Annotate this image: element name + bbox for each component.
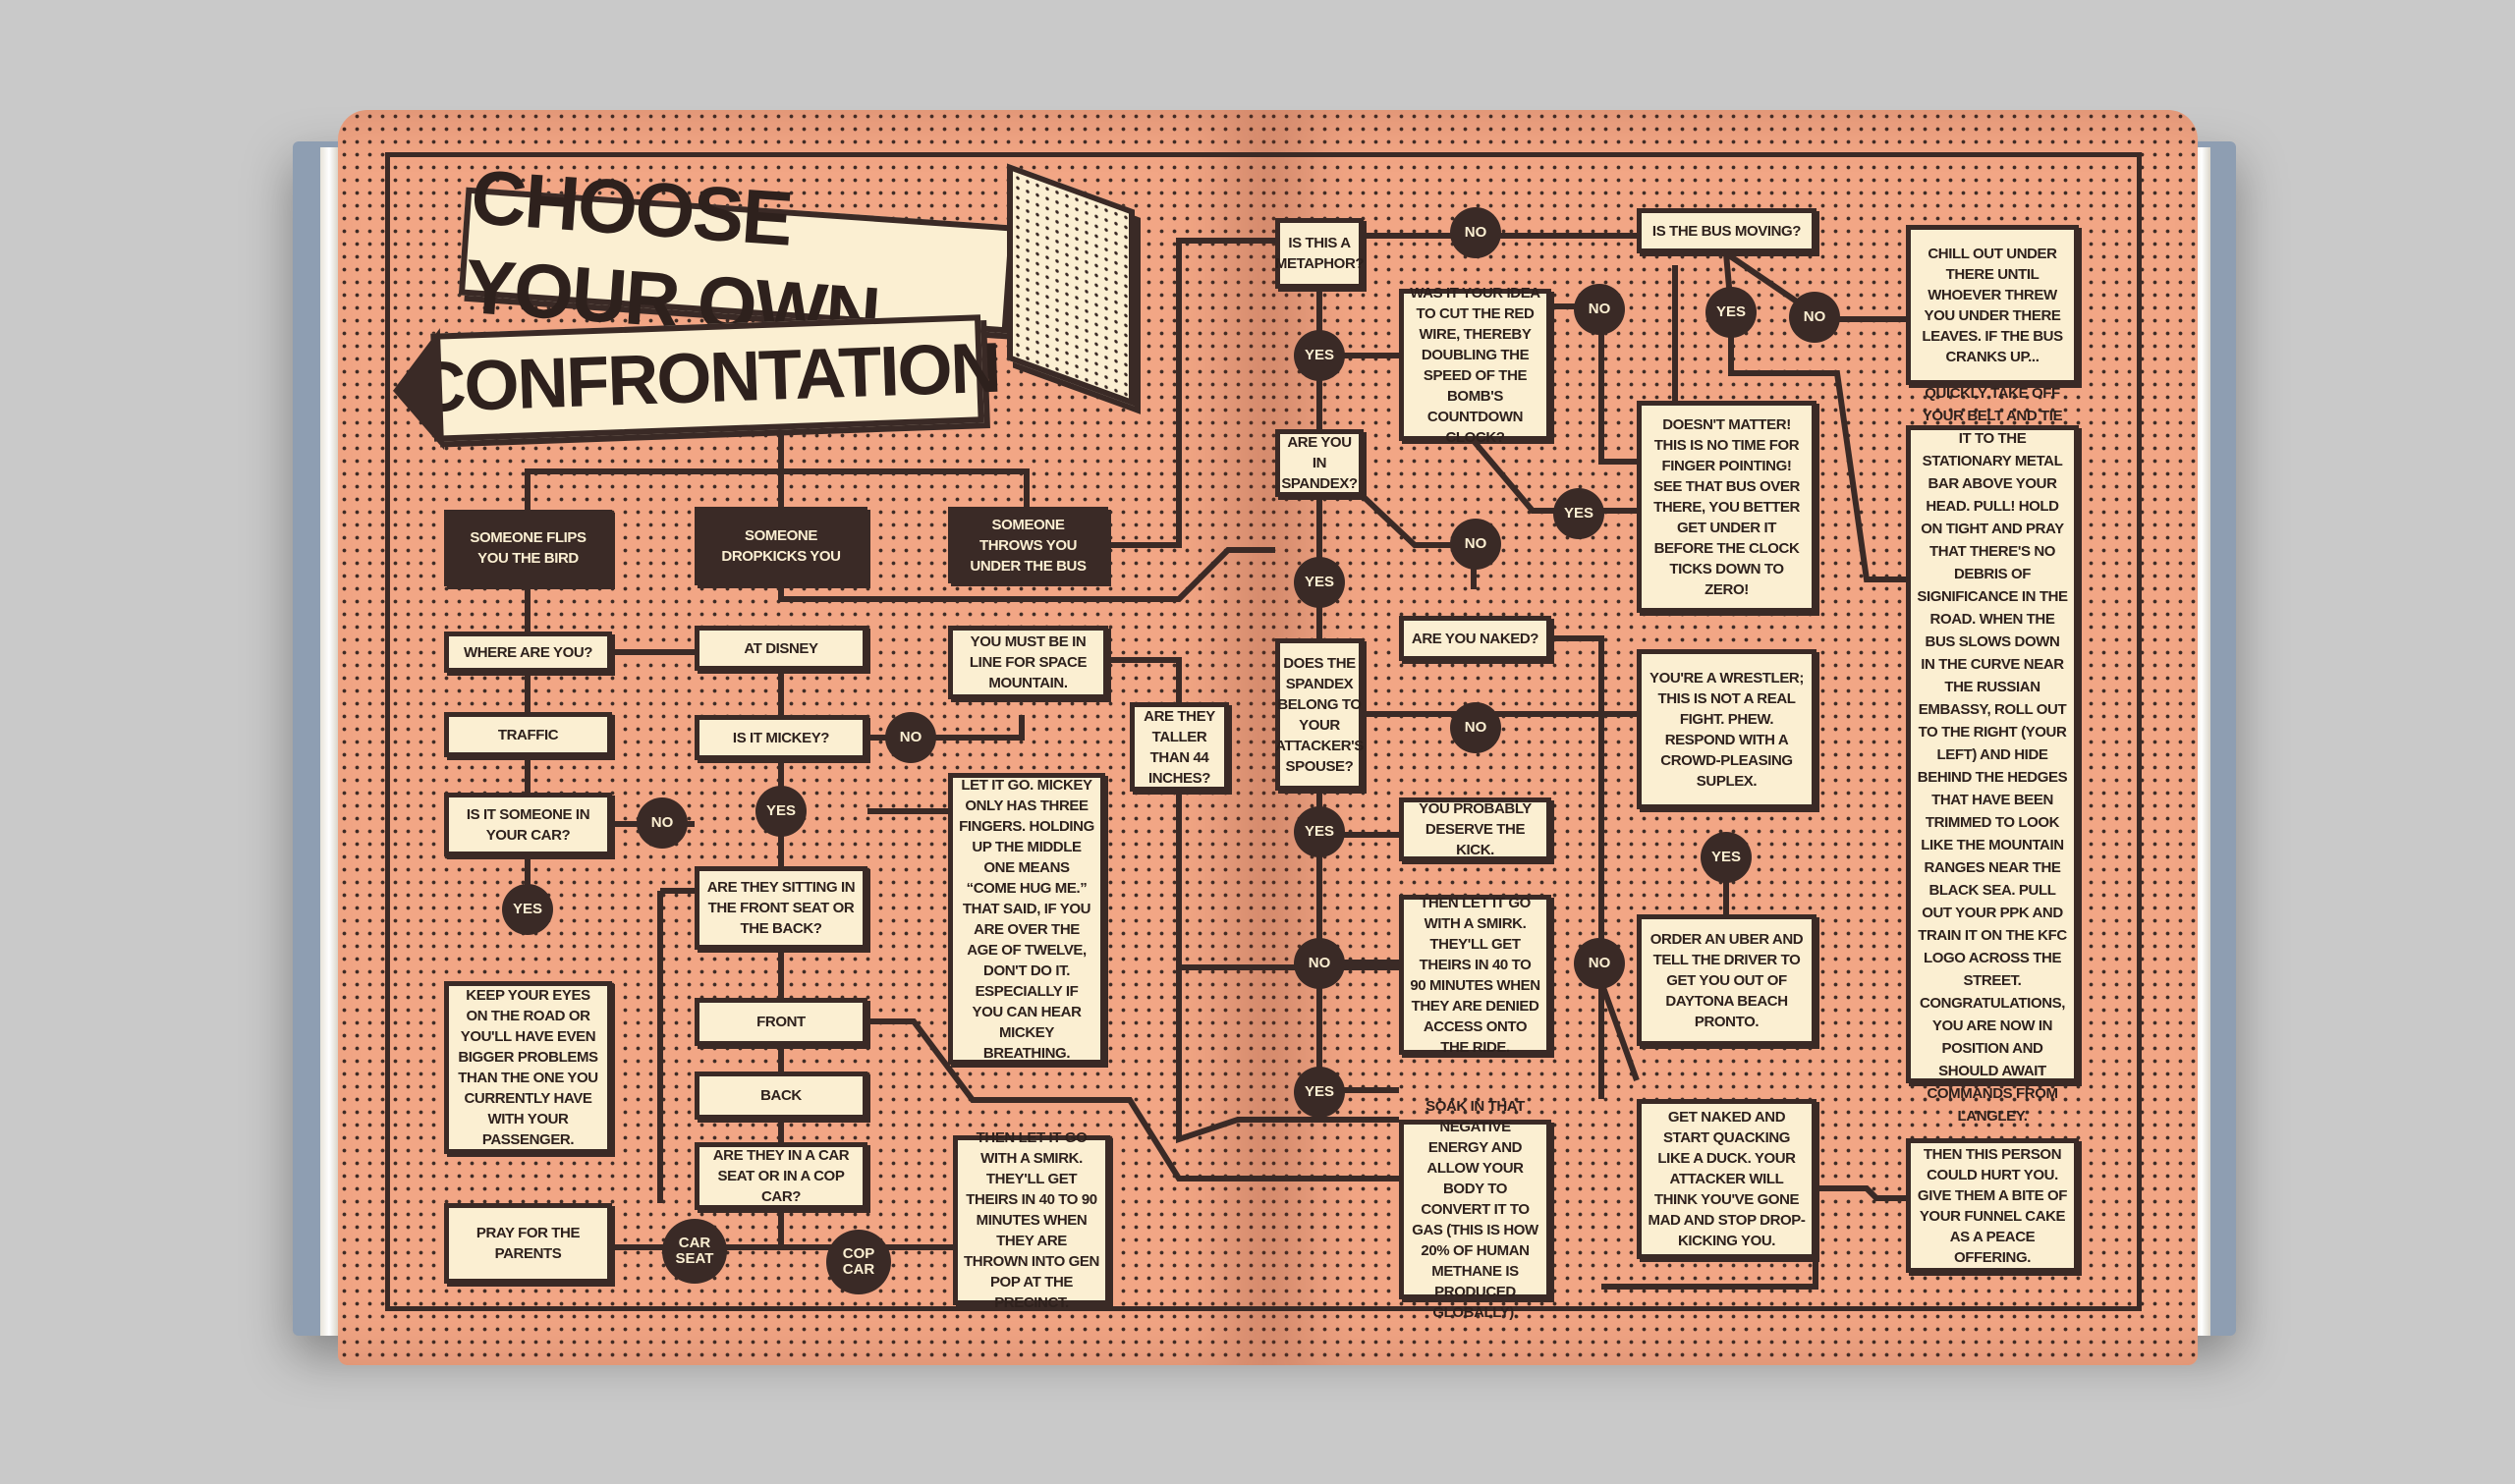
answer-no: NO	[637, 797, 688, 849]
node-front-or-back[interactable]: Are they sitting in the front seat or th…	[695, 866, 867, 950]
left-frame	[385, 152, 1289, 1311]
answer-no: NO	[1294, 938, 1345, 989]
node-eyes-on-road[interactable]: Keep your eyes on the road or you'll hav…	[444, 981, 612, 1154]
node-traffic[interactable]: Traffic	[444, 712, 612, 757]
node-someone-in-car[interactable]: Is it someone in your car?	[444, 793, 612, 856]
node-red-wire[interactable]: Was it your idea to cut the red wire, th…	[1399, 285, 1551, 446]
answer-car-seat: CAR SEAT	[662, 1219, 727, 1284]
node-smirk-precinct[interactable]: Then let it go with a smirk. They'll get…	[953, 1129, 1110, 1311]
answer-yes: YES	[1294, 1067, 1345, 1118]
answer-no: NO	[1450, 519, 1501, 570]
answer-yes: YES	[1553, 488, 1604, 539]
answer-no: NO	[1450, 207, 1501, 258]
node-spandex[interactable]: Are you in spandex?	[1275, 429, 1364, 497]
node-metaphor[interactable]: Is this a metaphor?	[1275, 218, 1365, 289]
node-space-mountain[interactable]: You must be in line for Space Mountain.	[948, 626, 1108, 699]
answer-yes: YES	[1705, 287, 1757, 338]
node-taller-44[interactable]: Are they taller than 44 inches?	[1130, 702, 1229, 792]
node-smirk-ride[interactable]: Then let it go with a smirk. They'll get…	[1399, 895, 1551, 1056]
node-deserve-kick[interactable]: You probably deserve the kick.	[1399, 797, 1551, 861]
node-soak-energy[interactable]: Soak in that negative energy and allow y…	[1399, 1098, 1551, 1321]
node-front[interactable]: Front	[695, 998, 867, 1046]
page-edges-left	[320, 147, 338, 1336]
right-frame	[1267, 152, 2142, 1311]
node-naked[interactable]: Are you naked?	[1399, 616, 1551, 661]
start-flips-bird[interactable]: Someone flips you the bird	[444, 510, 612, 586]
node-pray-parents[interactable]: Pray for the parents	[444, 1203, 612, 1284]
node-spandex-spouse[interactable]: Does the spandex belong to your attacker…	[1275, 638, 1364, 791]
answer-yes: YES	[1701, 832, 1752, 883]
node-quack[interactable]: Get naked and start quacking like a duck…	[1637, 1099, 1816, 1259]
answer-cop-car: COP CAR	[826, 1230, 891, 1294]
node-doesnt-matter[interactable]: Doesn't matter! This is no time for fing…	[1637, 401, 1816, 613]
answer-no: NO	[1574, 284, 1625, 335]
answer-no: NO	[1574, 938, 1625, 989]
answer-yes: YES	[1294, 330, 1345, 381]
node-uber[interactable]: Order an Uber and tell the driver to get…	[1637, 914, 1816, 1046]
node-hurt-you[interactable]: Then this person could hurt you. Give th…	[1906, 1138, 2079, 1273]
answer-no: NO	[1789, 292, 1840, 343]
answer-yes: YES	[502, 884, 553, 935]
answer-yes: YES	[1294, 806, 1345, 857]
start-dropkicks[interactable]: Someone dropkicks you	[695, 507, 867, 585]
answer-yes: YES	[1294, 557, 1345, 608]
node-where-are-you[interactable]: Where are you?	[444, 632, 612, 673]
node-is-it-mickey[interactable]: Is it Mickey?	[695, 715, 867, 760]
title-line2: CONFRONTATION	[414, 314, 1001, 442]
answer-no: NO	[1450, 702, 1501, 753]
arrow-left-icon	[390, 328, 445, 452]
node-take-off-belt[interactable]: Quickly take off your belt and tie it to…	[1906, 385, 2079, 1125]
node-back[interactable]: Back	[695, 1072, 867, 1120]
node-car-seat-or-cop-car[interactable]: Are they in a car seat or in a cop car?	[695, 1142, 867, 1210]
title-line1: CHOOSE YOUR OWN	[458, 153, 1016, 357]
answer-no: NO	[885, 712, 936, 763]
node-bus-moving[interactable]: Is the bus moving?	[1637, 208, 1816, 253]
node-wrestler[interactable]: You're a wrestler; this is not a real fi…	[1637, 649, 1816, 809]
start-under-bus[interactable]: Someone throws you under the bus	[948, 507, 1108, 583]
answer-yes: YES	[755, 786, 807, 837]
node-let-it-go-mickey[interactable]: Let it go. Mickey only has three fingers…	[948, 773, 1105, 1065]
node-at-disney[interactable]: At Disney	[695, 626, 867, 671]
node-chill-out[interactable]: Chill out under there until whoever thre…	[1906, 225, 2079, 385]
